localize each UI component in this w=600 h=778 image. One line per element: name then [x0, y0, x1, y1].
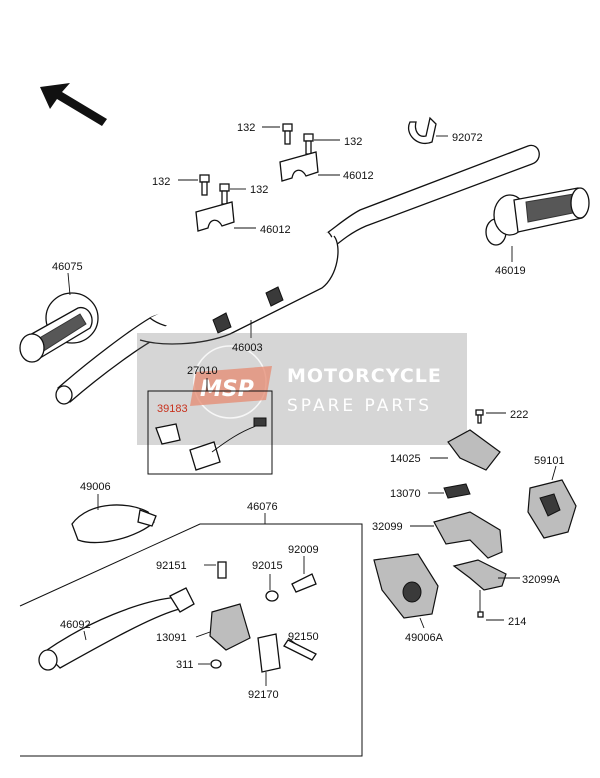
- left-grip: [19, 292, 99, 363]
- bolt-132-d: [219, 183, 230, 205]
- watermark-logo: MSP: [200, 377, 254, 402]
- front-direction-arrow-icon: [40, 83, 107, 126]
- nut-13070: [443, 483, 471, 499]
- label-92072: 92072: [452, 132, 483, 144]
- label-46076: 46076: [247, 501, 278, 513]
- label-46012-b: 46012: [260, 224, 291, 236]
- label-49006A: 49006A: [405, 632, 444, 644]
- label-214: 214: [508, 616, 526, 628]
- label-59101: 59101: [534, 455, 565, 467]
- label-132-b: 132: [344, 136, 362, 148]
- bolt-132-c: [199, 174, 210, 196]
- cover-49006A: [373, 553, 439, 619]
- leader-lines: [67, 126, 557, 686]
- label-46019: 46019: [495, 265, 526, 277]
- cover-14025: [447, 429, 501, 471]
- clamp-46012-lower: [195, 201, 235, 232]
- lever-assembly-box: [19, 513, 363, 757]
- throttle-housing-32099: [433, 511, 503, 559]
- label-132-a: 132: [237, 122, 255, 134]
- screw-214: [477, 590, 504, 621]
- label-311: 311: [176, 659, 194, 671]
- bolt-132-a: [282, 123, 293, 145]
- label-92170: 92170: [248, 689, 279, 701]
- screw-222: [475, 409, 506, 424]
- bolt-132-b: [303, 133, 314, 155]
- handlebar: [55, 144, 540, 405]
- part-labels: 132 132 132 132 92072 46012 46012 46075 …: [52, 122, 565, 701]
- label-27010: 27010: [187, 365, 218, 377]
- label-39183: 39183: [157, 403, 188, 415]
- label-46075: 46075: [52, 261, 83, 273]
- watermark-title: MOTORCYCLE: [287, 365, 442, 387]
- throttle-grip-59101: [527, 479, 577, 539]
- label-49006: 49006: [80, 481, 111, 493]
- throttle-housing-32099A: [452, 559, 507, 591]
- watermark: MSP MOTORCYCLE SPARE PARTS: [137, 333, 467, 445]
- cable-tie-92072: [407, 116, 437, 145]
- label-13091: 13091: [156, 632, 187, 644]
- label-92150: 92150: [288, 631, 319, 643]
- label-92151: 92151: [156, 560, 187, 572]
- watermark-subtitle: SPARE PARTS: [287, 396, 432, 416]
- label-32099A: 32099A: [522, 574, 561, 586]
- label-13070: 13070: [390, 488, 421, 500]
- right-grip: [485, 187, 590, 246]
- label-46003: 46003: [232, 342, 263, 354]
- label-32099: 32099: [372, 521, 403, 533]
- switch-assembly-box: [147, 378, 273, 475]
- label-92015: 92015: [252, 560, 283, 572]
- clamp-46012-upper: [279, 151, 319, 182]
- label-132-d: 132: [250, 184, 268, 196]
- label-14025: 14025: [390, 453, 421, 465]
- label-92009: 92009: [288, 544, 319, 556]
- label-46012-a: 46012: [343, 170, 374, 182]
- label-132-c: 132: [152, 176, 170, 188]
- lever-cover-49006: [71, 504, 157, 544]
- label-46092: 46092: [60, 619, 91, 631]
- label-222: 222: [510, 409, 528, 421]
